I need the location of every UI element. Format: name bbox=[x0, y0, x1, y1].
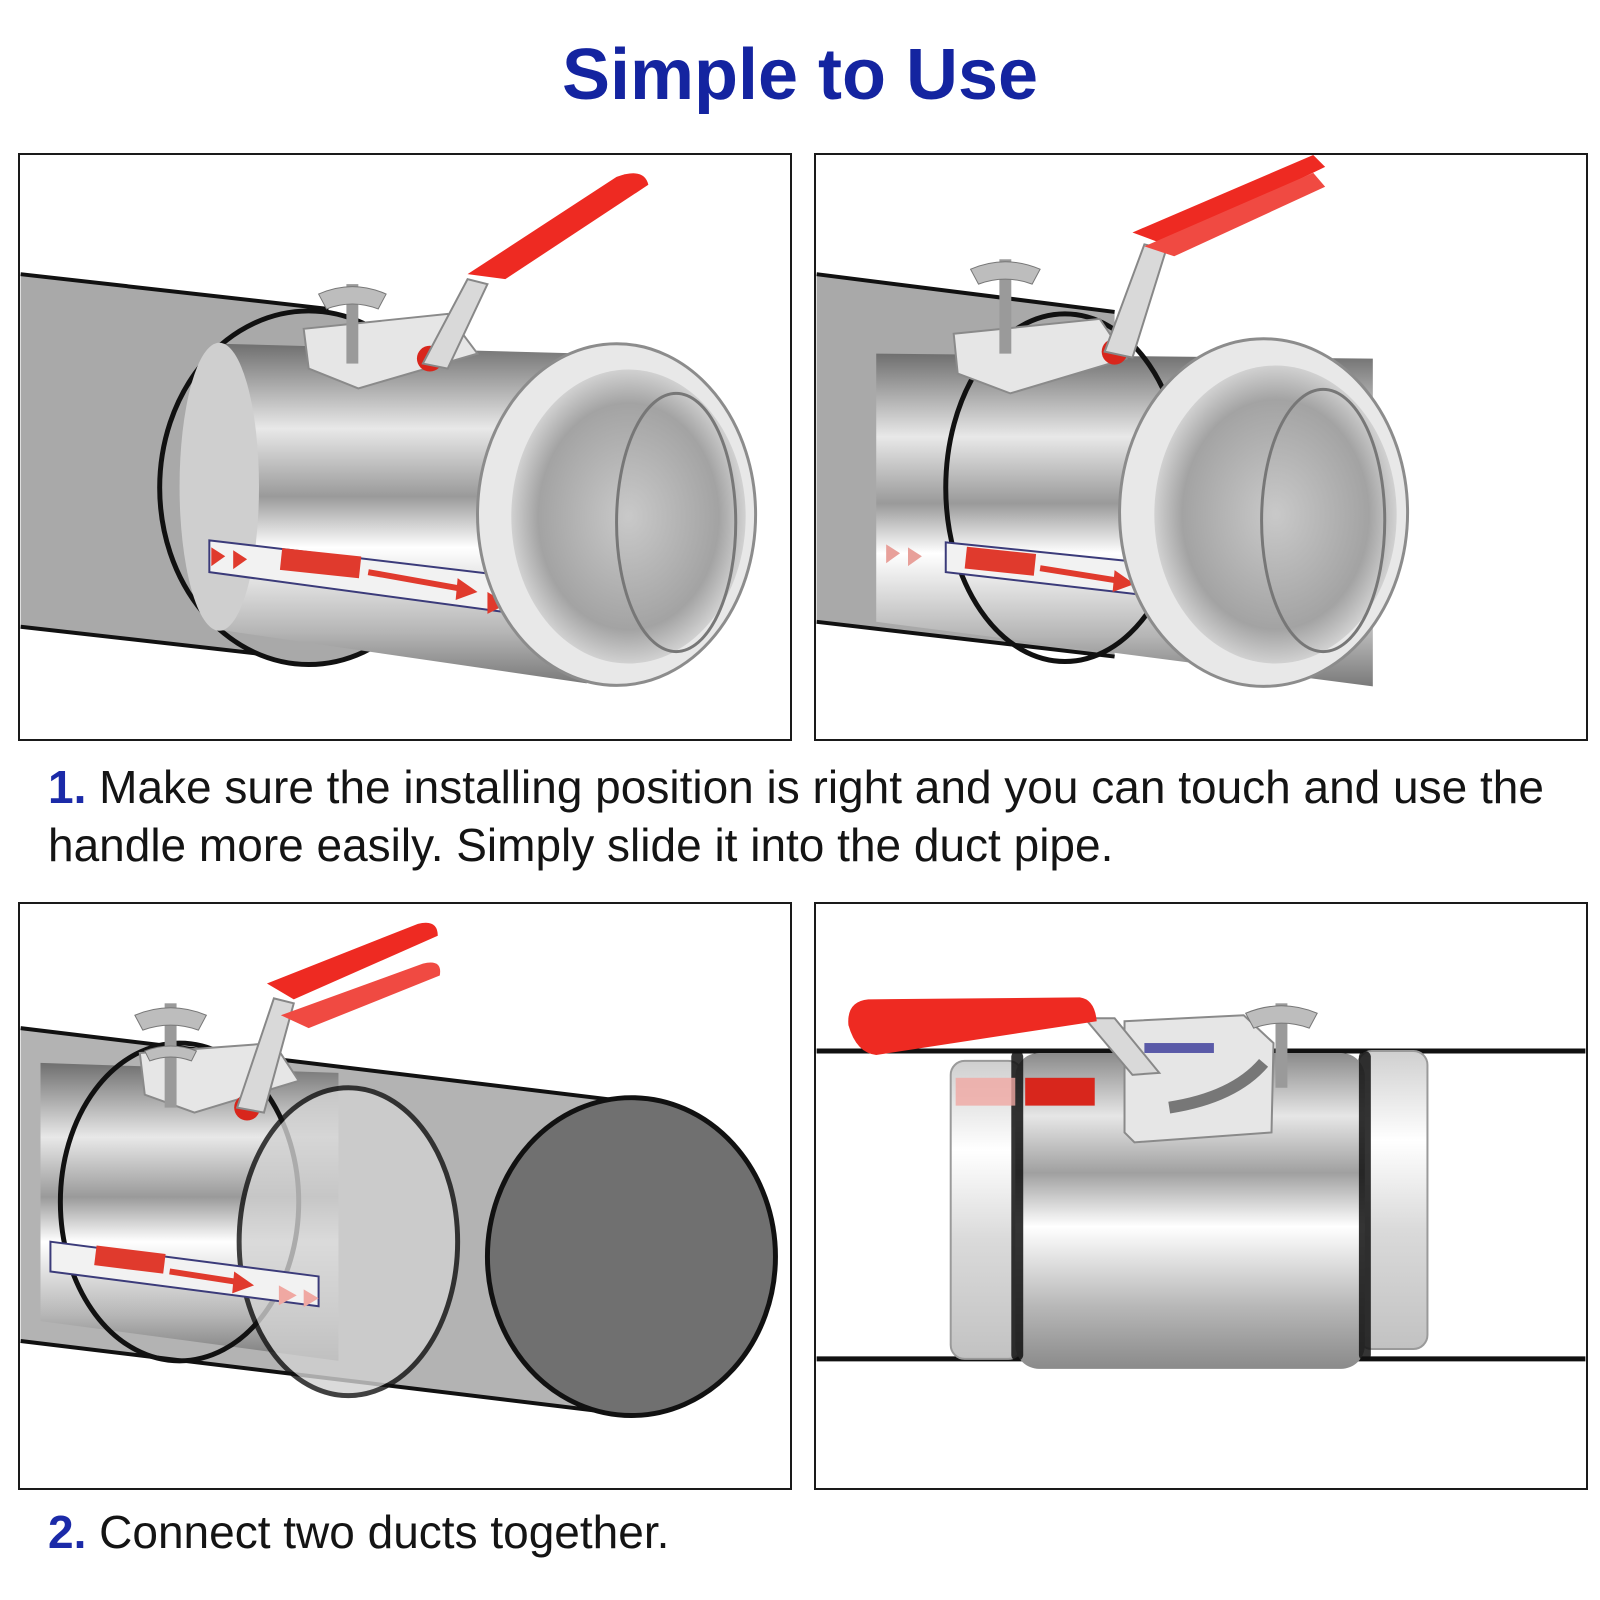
duct-opening-icon bbox=[484, 1095, 778, 1418]
step-2-number: 2. bbox=[48, 1506, 87, 1558]
step-1-number: 1. bbox=[48, 761, 87, 813]
handle-icon bbox=[266, 922, 438, 1000]
duct-damper-image bbox=[20, 922, 778, 1418]
duct-damper-image bbox=[20, 173, 758, 687]
wing-nut-icon bbox=[1275, 1003, 1288, 1088]
handle-icon bbox=[467, 173, 649, 280]
wing-nut-icon bbox=[346, 284, 359, 364]
handle-icon bbox=[848, 997, 1097, 1055]
page-title: Simple to Use bbox=[561, 35, 1039, 115]
illustration-panel-3 bbox=[18, 902, 792, 1490]
wing-nut-icon bbox=[999, 259, 1012, 354]
handle-icon bbox=[1132, 155, 1326, 245]
flow-arrow-icon bbox=[1112, 570, 1135, 593]
illustration-panel-2 bbox=[814, 153, 1588, 741]
step-1-instruction: 1. Make sure the installing position is … bbox=[48, 758, 1548, 874]
illustration-panel-4 bbox=[814, 902, 1588, 1490]
step-2-text: Connect two ducts together. bbox=[99, 1506, 670, 1558]
illustration-panel-1 bbox=[18, 153, 792, 741]
flow-arrow-icon bbox=[232, 1271, 255, 1294]
step-1-text: Make sure the installing position is rig… bbox=[48, 761, 1544, 871]
step-2-instruction: 2. Connect two ducts together. bbox=[48, 1503, 1548, 1561]
flow-arrow-icon bbox=[455, 578, 478, 600]
duct-damper-image bbox=[816, 997, 1586, 1369]
duct-damper-image bbox=[816, 155, 1410, 688]
